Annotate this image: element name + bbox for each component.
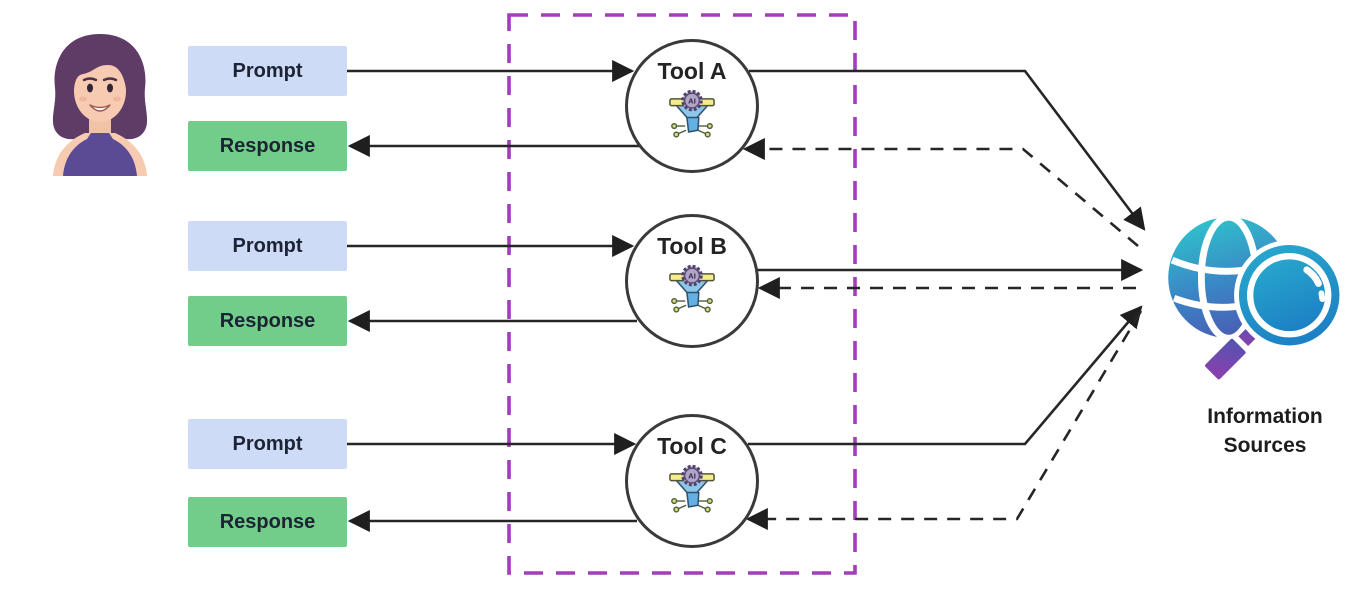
tool-c-label: Tool C — [657, 433, 727, 459]
prompt-label: Prompt — [232, 432, 303, 455]
prompt-box-b: Prompt — [188, 221, 347, 271]
prompt-label: Prompt — [232, 59, 303, 82]
response-box-c: Response — [188, 497, 347, 547]
response-box-a: Response — [188, 121, 347, 171]
globe-search-icon — [1168, 213, 1345, 384]
ai-funnel-icon — [663, 462, 721, 518]
response-box-b: Response — [188, 296, 347, 346]
response-label: Response — [219, 309, 316, 332]
arrow-tool-a-to-info — [749, 69, 1146, 231]
tools-boundary-dashed-box — [507, 13, 857, 575]
tool-a-node: Tool A — [625, 39, 759, 173]
ai-funnel-icon — [663, 87, 721, 143]
arrow-tool-c-to-info — [748, 305, 1143, 446]
info-sources-label: Information Sources — [1150, 402, 1370, 461]
info-sources-label-line2: Sources — [1223, 434, 1307, 458]
prompt-label: Prompt — [232, 234, 303, 257]
arrow-info-to-tool-a-dashed — [742, 137, 1139, 247]
ai-funnel-icon — [663, 262, 721, 318]
response-label: Response — [219, 134, 316, 157]
tool-c-node: Tool C — [625, 414, 759, 548]
response-label: Response — [219, 510, 316, 533]
prompt-box-c: Prompt — [188, 419, 347, 469]
tool-a-label: Tool A — [657, 58, 727, 84]
tool-b-node: Tool B — [625, 214, 759, 348]
arrow-info-to-tool-c-dashed — [745, 310, 1143, 531]
user-avatar — [52, 34, 148, 176]
prompt-box-a: Prompt — [188, 46, 347, 96]
tool-b-label: Tool B — [657, 233, 727, 259]
info-sources-label-line1: Information — [1207, 405, 1323, 428]
